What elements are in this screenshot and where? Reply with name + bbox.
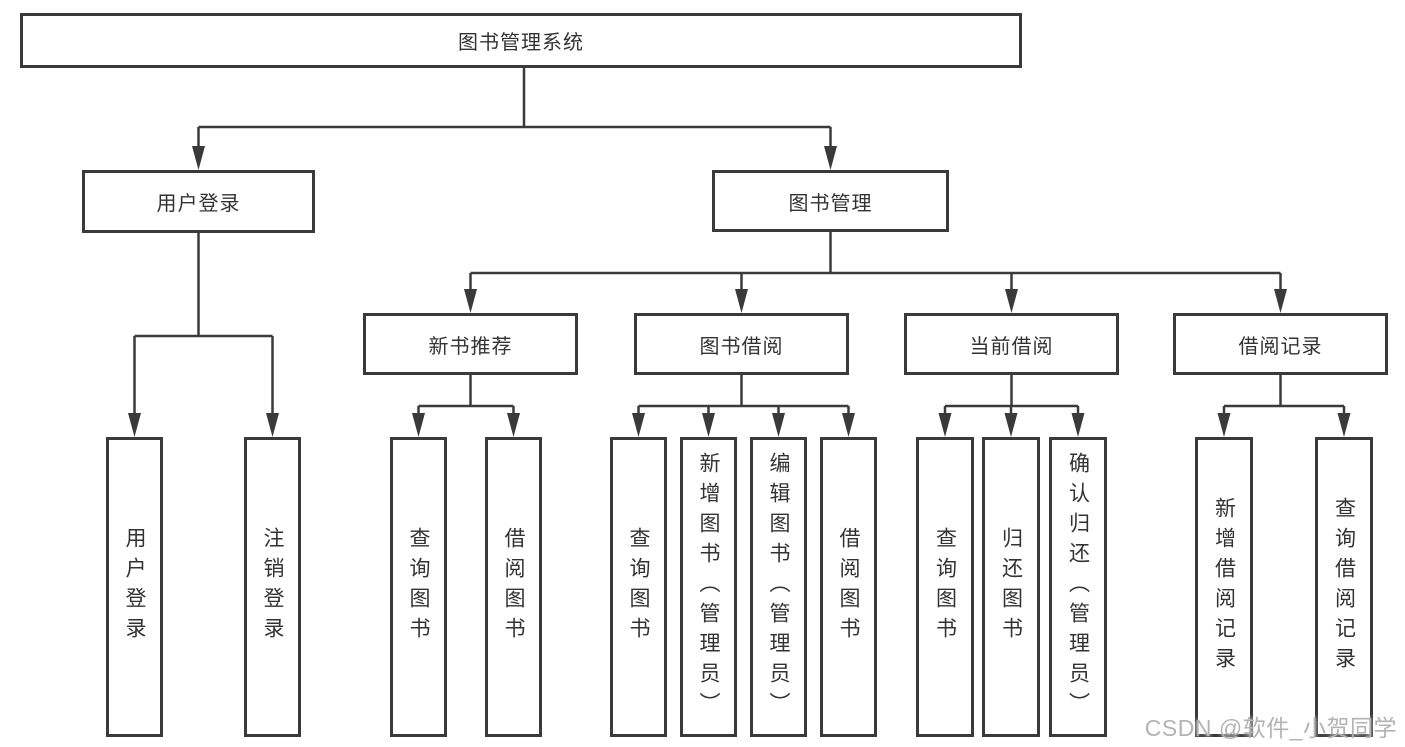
leaf-logout: 注销登录 bbox=[244, 437, 301, 737]
node-root: 图书管理系统 bbox=[20, 13, 1022, 68]
node-new-book-recommend: 新书推荐 bbox=[363, 313, 578, 375]
leaf-user-login: 用户登录 bbox=[106, 437, 163, 737]
leaf-add-book-admin: 新增图书（管理员） bbox=[680, 437, 737, 737]
leaf-query-books-recommend: 查询图书 bbox=[390, 437, 447, 737]
leaf-edit-book-admin: 编辑图书（管理员） bbox=[750, 437, 807, 737]
leaf-confirm-return-admin: 确认归还（管理员） bbox=[1049, 437, 1107, 737]
node-book-borrow: 图书借阅 bbox=[634, 313, 849, 375]
leaf-query-books-borrow: 查询图书 bbox=[610, 437, 667, 737]
node-book-management: 图书管理 bbox=[712, 170, 949, 232]
node-user-login: 用户登录 bbox=[82, 170, 315, 233]
leaf-borrow-books-recommend: 借阅图书 bbox=[485, 437, 542, 737]
watermark: CSDN @软件_小贺同学 bbox=[1144, 715, 1397, 741]
leaf-return-book: 归还图书 bbox=[982, 437, 1040, 737]
node-current-borrow: 当前借阅 bbox=[904, 313, 1119, 375]
leaf-query-borrow-record: 查询借阅记录 bbox=[1315, 437, 1373, 737]
leaf-query-books-current: 查询图书 bbox=[916, 437, 974, 737]
leaf-borrow-books: 借阅图书 bbox=[820, 437, 877, 737]
node-borrow-records: 借阅记录 bbox=[1173, 313, 1388, 375]
leaf-add-borrow-record: 新增借阅记录 bbox=[1195, 437, 1253, 737]
